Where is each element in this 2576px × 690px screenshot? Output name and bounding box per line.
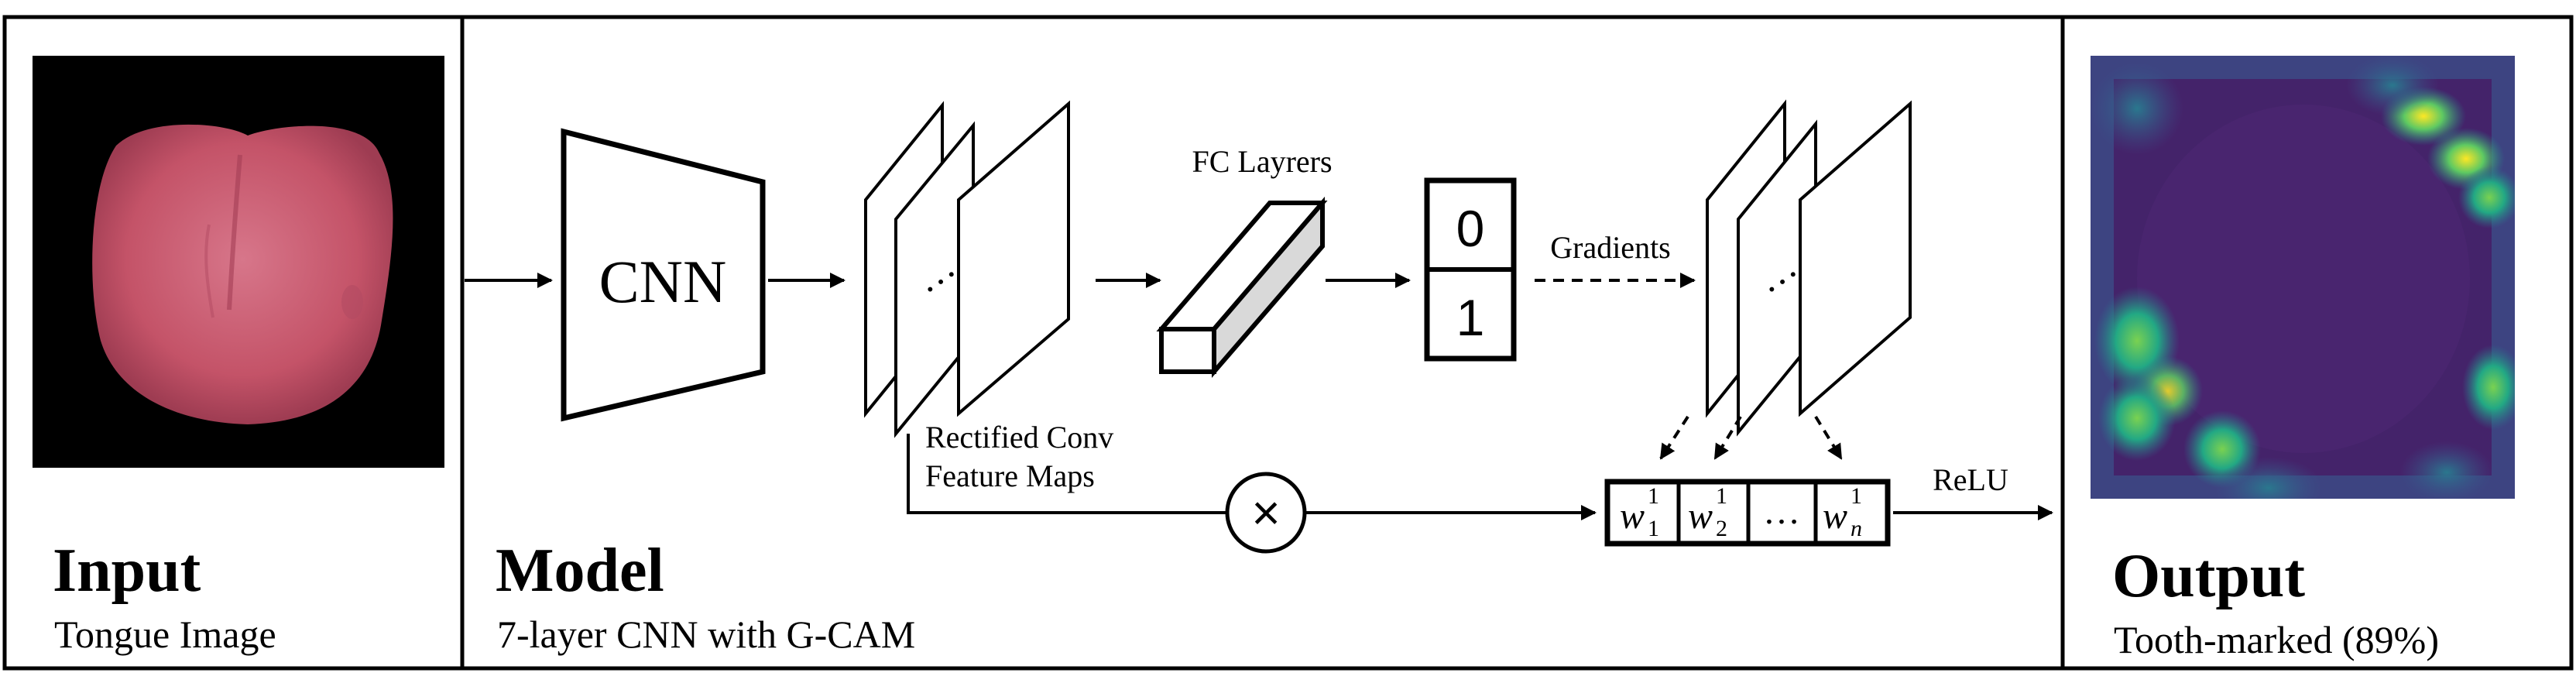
- gradient-map-3: [1799, 100, 1912, 417]
- svg-text:…: …: [1763, 491, 1800, 532]
- weight-w2: w 1 2: [1688, 483, 1727, 541]
- svg-text:1: 1: [1648, 483, 1659, 509]
- heatmap-image: [2091, 56, 2515, 499]
- weight-w1: w 1 1: [1620, 483, 1659, 541]
- svg-text:2: 2: [1716, 516, 1727, 541]
- relu-label: ReLU: [1933, 462, 2008, 497]
- feature-maps-label-line2: Feature Maps: [925, 458, 1095, 493]
- path-featuremaps-to-multiply: [907, 434, 1227, 514]
- tongue-image: [92, 124, 393, 424]
- weight-ellipsis: …: [1763, 491, 1800, 532]
- feature-maps-label-line1: Rectified Conv: [925, 420, 1113, 455]
- cnn-label: CNN: [599, 248, 727, 315]
- cnn-block: [561, 128, 766, 422]
- input-title: Input: [53, 537, 201, 605]
- model-subtitle: 7-layer CNN with G-CAM: [497, 613, 915, 656]
- fc-label: FC Layrers: [1192, 144, 1332, 179]
- rectified-feature-maps: …: [864, 100, 1070, 438]
- weight-wn: w 1 n: [1823, 483, 1862, 541]
- svg-text:n: n: [1851, 516, 1862, 541]
- svg-text:1: 1: [1648, 516, 1659, 541]
- arrow-grad-to-w1: [1659, 415, 1689, 460]
- output-subtitle: Tooth-marked (89%): [2114, 618, 2439, 661]
- gradients-label: Gradients: [1550, 230, 1671, 265]
- input-panel: Input Tongue Image: [33, 56, 444, 656]
- weight-vector: w 1 1 w 1 2 … w 1 n: [1604, 479, 1891, 547]
- input-subtitle: Tongue Image: [54, 613, 276, 656]
- svg-text:w: w: [1620, 496, 1645, 537]
- fc-layers-block: [1156, 196, 1328, 379]
- output-nodes: 0 1: [1424, 177, 1517, 362]
- arrow-grad-to-w2: [1713, 415, 1742, 460]
- feature-map-3: [957, 100, 1070, 417]
- output-node-1: 1: [1456, 289, 1485, 346]
- gradient-maps: …: [1706, 99, 1912, 437]
- svg-text:1: 1: [1716, 483, 1727, 509]
- output-panel: Output Tooth-marked (89%): [2091, 56, 2515, 661]
- svg-text:w: w: [1823, 496, 1847, 537]
- arrow-grad-to-wn: [1814, 415, 1843, 460]
- outer-frame: [2, 15, 2574, 671]
- svg-text:w: w: [1688, 496, 1713, 537]
- model-panel: CNN … Rectified Conv Feature Maps FC Lay…: [465, 99, 2053, 656]
- output-node-0: 0: [1456, 200, 1485, 257]
- model-title: Model: [496, 537, 664, 605]
- multiply-symbol: ×: [1251, 485, 1280, 541]
- output-title: Output: [2112, 542, 2305, 610]
- svg-text:1: 1: [1851, 483, 1862, 509]
